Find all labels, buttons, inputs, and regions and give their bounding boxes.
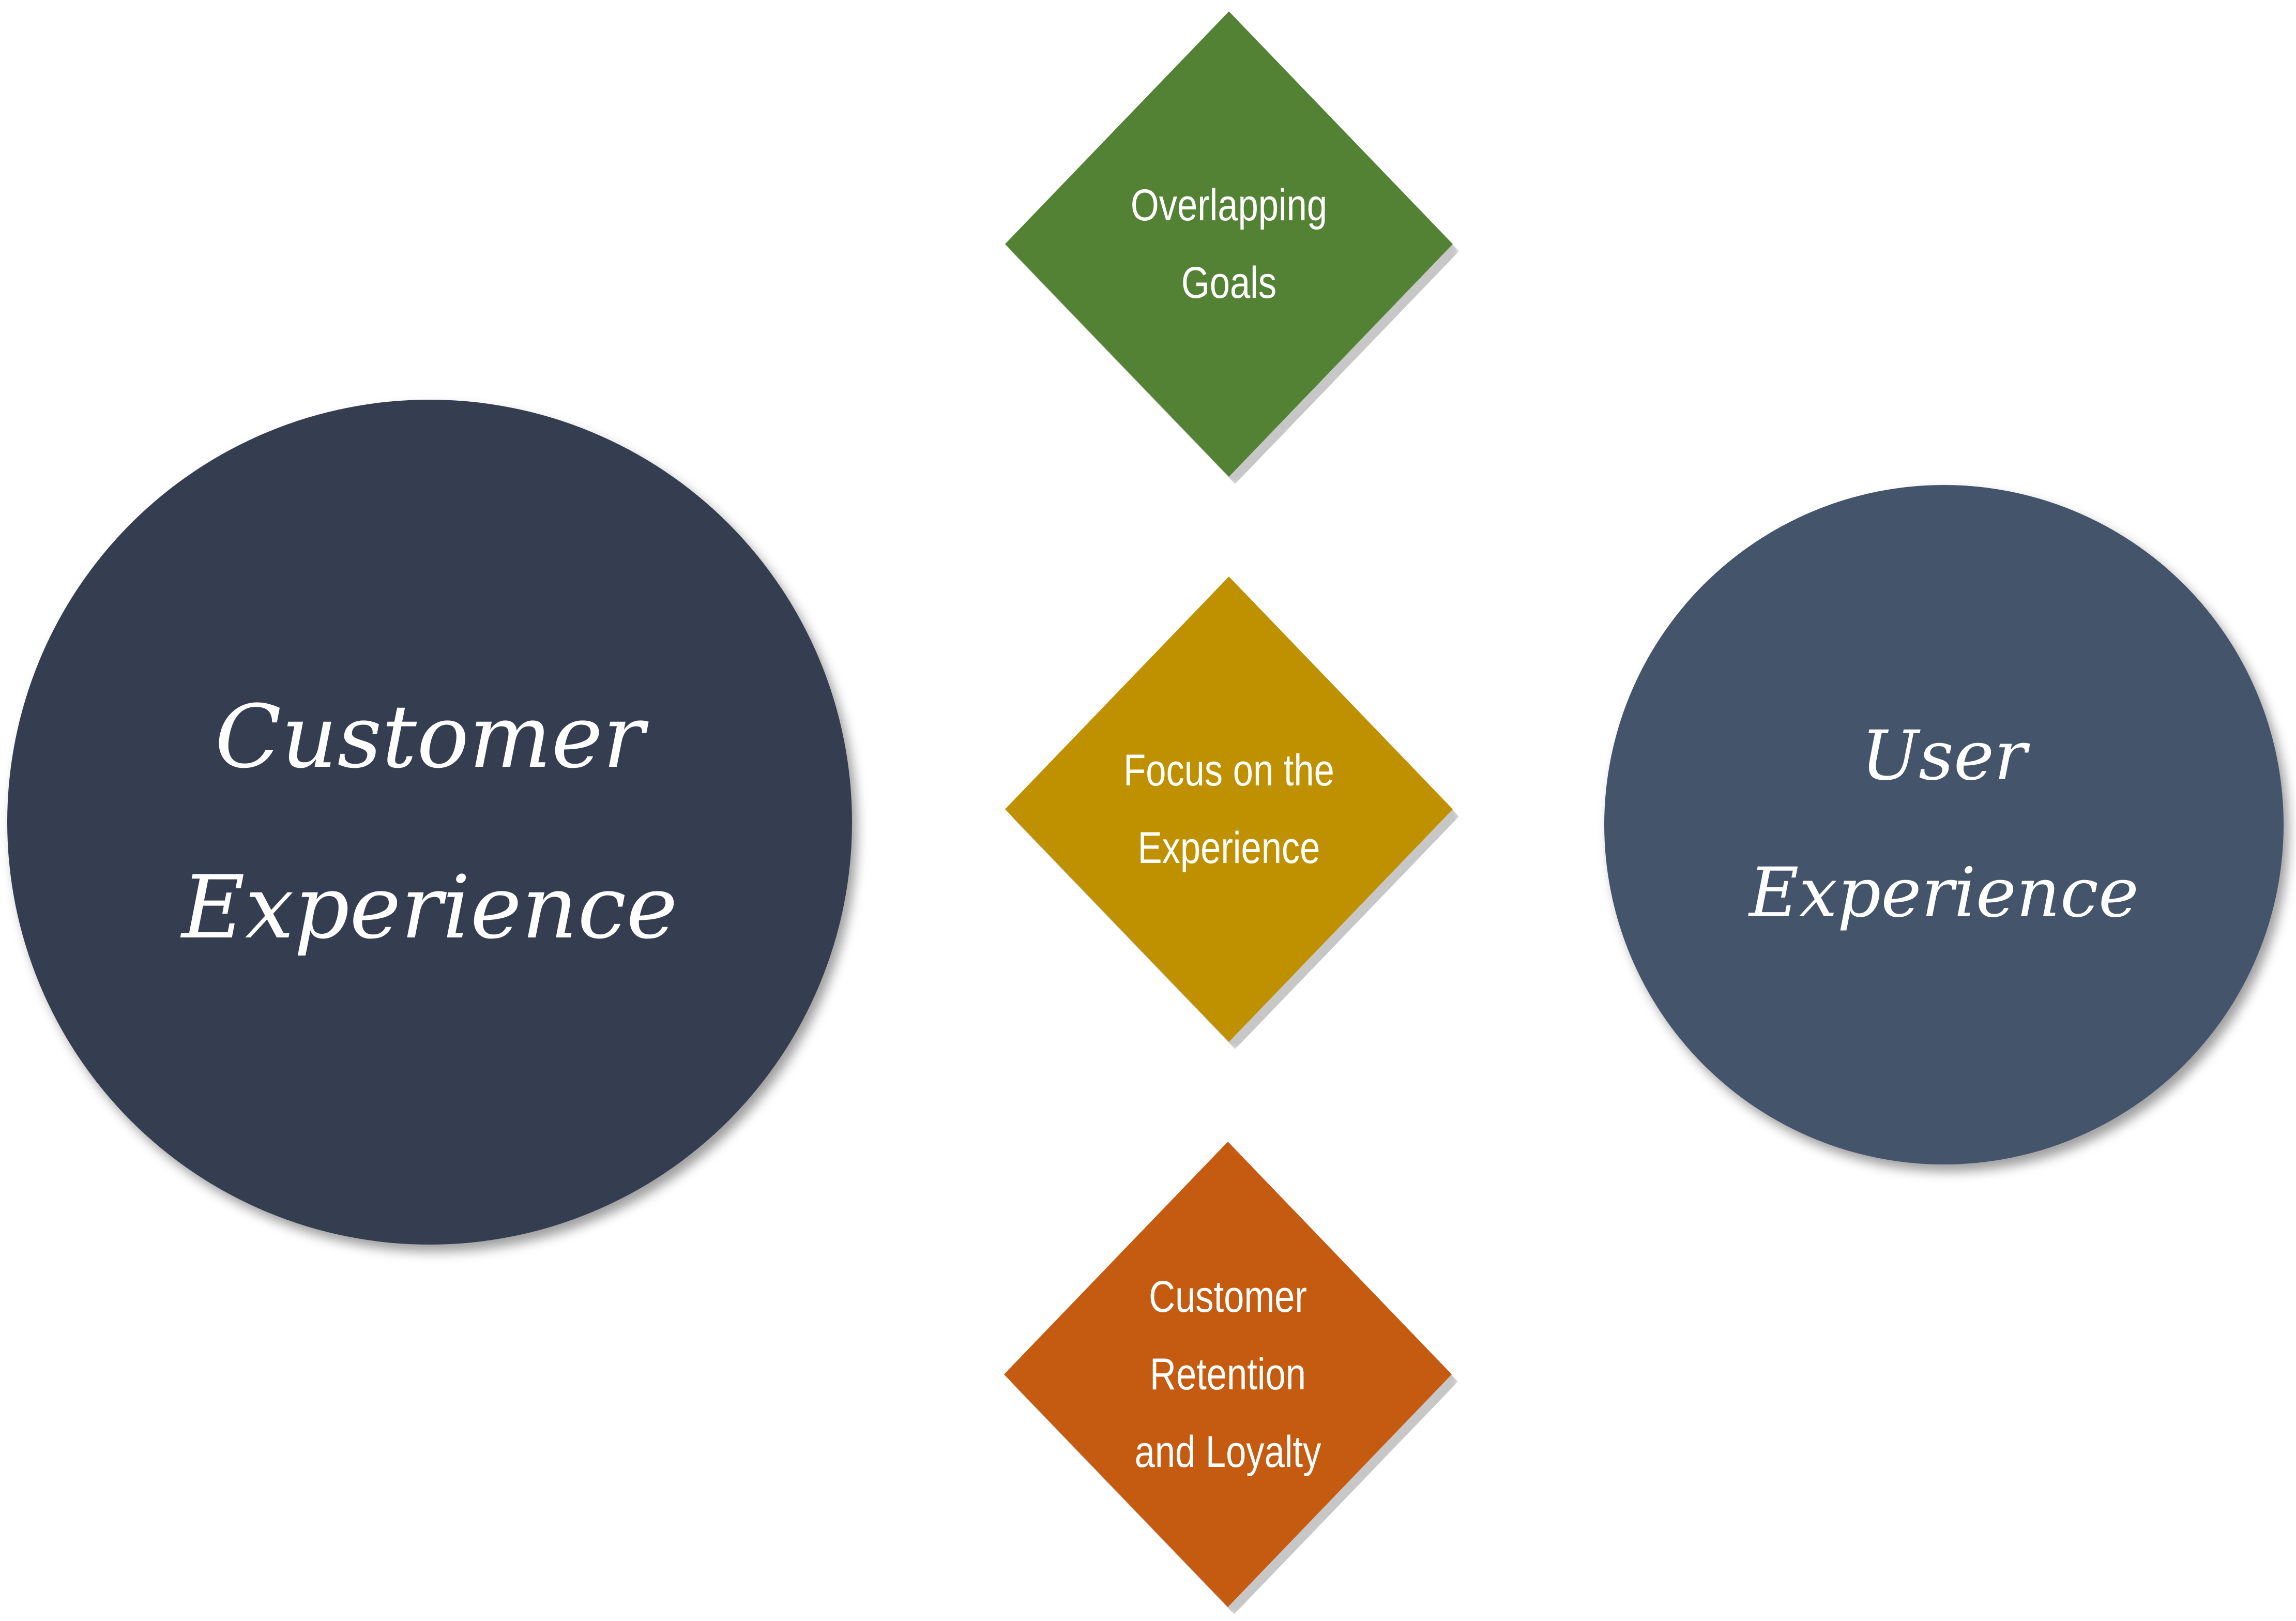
user-experience-label: User Experience [1749, 716, 2139, 933]
customer-retention-label: Customer Retention and Loyalty [1134, 1272, 1321, 1477]
user-experience-circle: User Experience [1604, 485, 2284, 1164]
customer-experience-label: Customer Experience [181, 686, 678, 958]
overlapping-goals-diamond: Overlapping Goals [1005, 11, 1459, 484]
overlapping-goals-label: Overlapping Goals [1130, 180, 1328, 308]
focus-on-experience-label: Focus on the Experience [1123, 746, 1334, 873]
customer-experience-circle: Customer Experience [7, 400, 852, 1245]
focus-on-experience-diamond: Focus on the Experience [1005, 577, 1459, 1049]
customer-retention-diamond: Customer Retention and Loyalty [1004, 1142, 1458, 1614]
